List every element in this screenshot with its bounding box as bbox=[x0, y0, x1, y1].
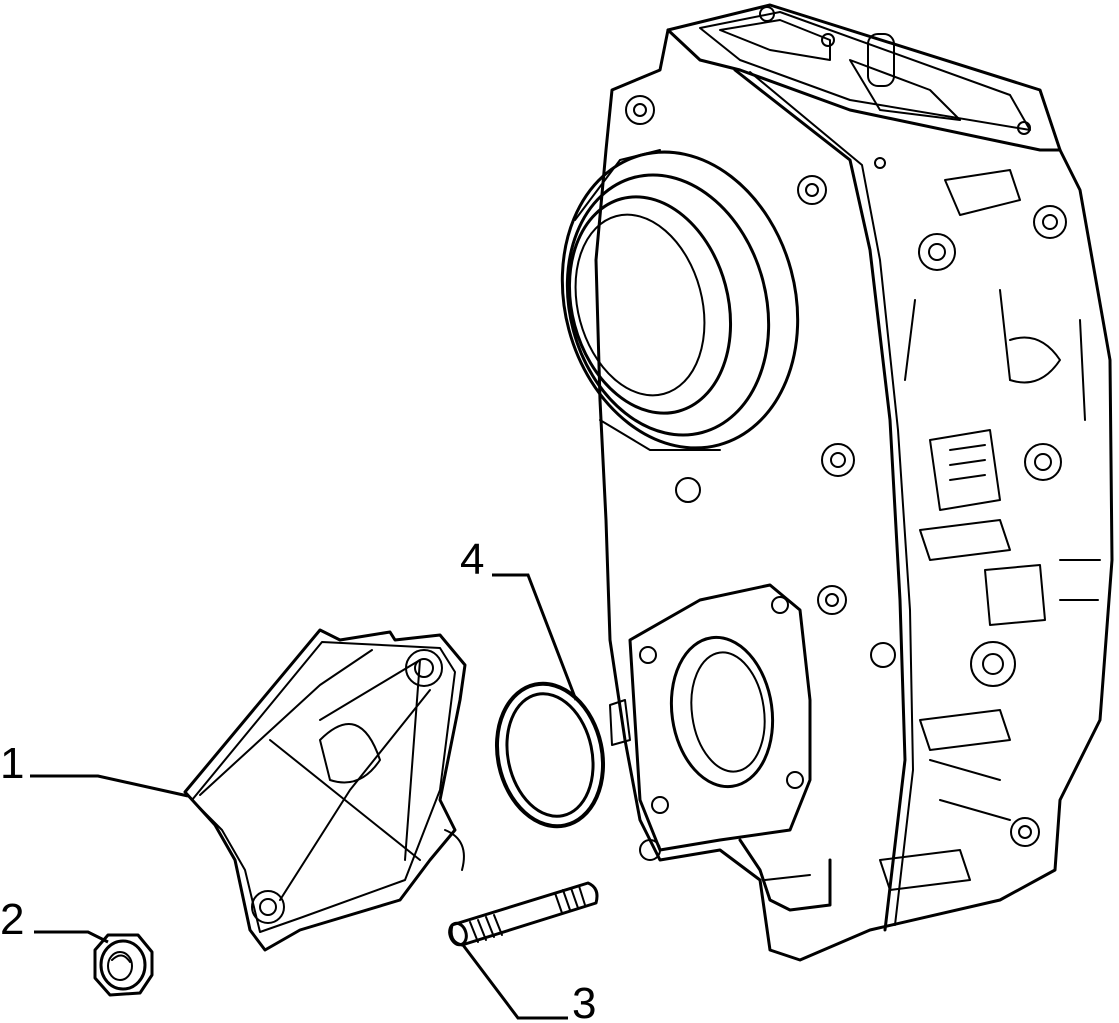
callout-2: 2 bbox=[0, 895, 24, 944]
leader-line-4 bbox=[492, 573, 578, 701]
leader-line-3 bbox=[461, 944, 568, 1020]
callout-4: 4 bbox=[460, 535, 484, 584]
part-4-o-ring bbox=[494, 681, 606, 829]
leader-line-1 bbox=[30, 774, 189, 798]
part-2-nut bbox=[93, 933, 154, 997]
callout-3: 3 bbox=[572, 979, 596, 1023]
callout-1: 1 bbox=[0, 739, 24, 788]
part-3-stud bbox=[448, 881, 599, 947]
leader-line-2 bbox=[34, 930, 109, 944]
part-1-cover bbox=[183, 628, 467, 952]
leader-lines bbox=[30, 573, 578, 1020]
gearbox-housing bbox=[560, 3, 1114, 962]
